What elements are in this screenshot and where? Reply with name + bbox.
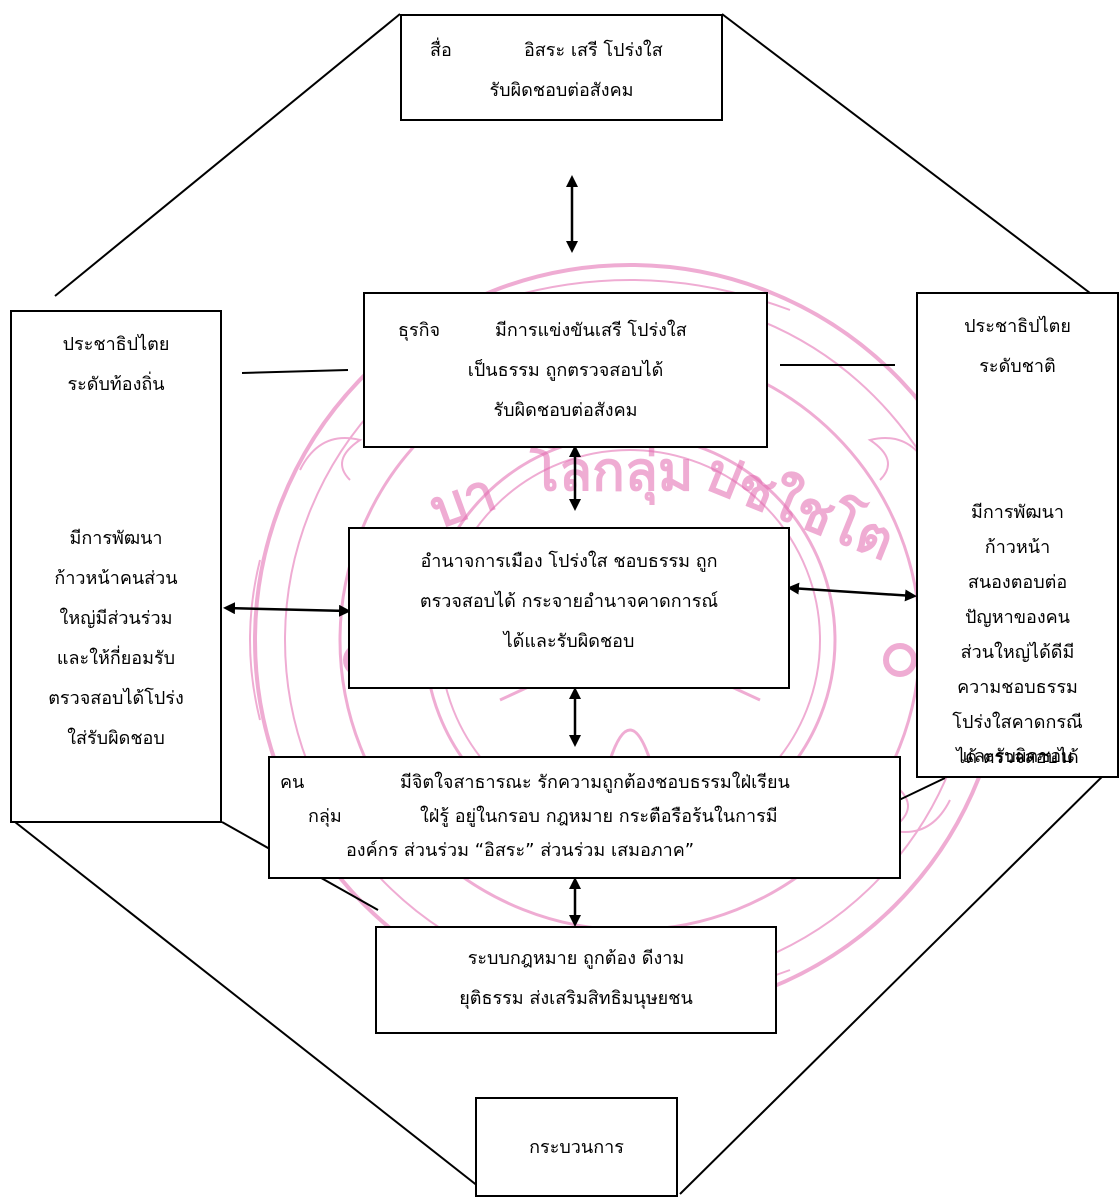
politics-line3: ได้และรับผิดชอบ xyxy=(503,631,635,652)
people-line1: มีจิตใจสาธารณะ รักความถูกต้องชอบธรรมใฝ่เ… xyxy=(400,772,790,793)
local-body-5: ตรวจสอบได้โปร่ง xyxy=(48,688,184,709)
local-title2: ระดับท้องถิ่น xyxy=(67,374,165,395)
people-label-person: คน xyxy=(280,772,305,793)
national-body-7: โปร่งใสคาดกรณี xyxy=(952,712,1083,733)
watermark-text-top: โลกลุ่ม xyxy=(529,439,693,506)
national-title2: ระดับชาติ xyxy=(979,356,1056,377)
media-label: สื่อ xyxy=(430,40,452,61)
politics-line2: ตรวจสอบได้ กระจายอำนาจคาดการณ์ xyxy=(419,591,719,612)
people-box: คน มีจิตใจสาธารณะ รักความถูกต้องชอบธรรมใ… xyxy=(268,756,901,879)
arrow-politics-national xyxy=(787,582,917,602)
business-line2: เป็นธรรม ถูกตรวจสอบได้ xyxy=(467,360,664,381)
process-label: กระบวนการ xyxy=(529,1137,624,1158)
people-label-group: กลุ่ม xyxy=(308,806,342,827)
process-box: กระบวนการ xyxy=(475,1097,678,1197)
local-democracy-box: ประชาธิปไตย ระดับท้องถิ่น มีการพัฒนา ก้า… xyxy=(10,310,222,823)
media-line1: อิสระ เสรี โปร่งใส xyxy=(524,40,663,61)
law-box: ระบบกฎหมาย ถูกต้อง ดีงาม ยุติธรรม ส่งเสร… xyxy=(375,926,777,1034)
national-body-6: ความชอบธรรม xyxy=(957,677,1078,698)
national-body-2: ก้าวหน้า xyxy=(984,537,1051,558)
business-label: ธุรกิจ xyxy=(398,320,441,341)
local-body-1: มีการพัฒนา xyxy=(69,528,163,549)
media-line2: รับผิดชอบต่อสังคม xyxy=(489,80,634,101)
law-line2: ยุติธรรม ส่งเสริมสิทธิมนุษยชน xyxy=(459,988,693,1009)
national-title1: ประชาธิปไตย xyxy=(964,316,1071,337)
people-line2: ใฝ่รู้ อยู่ในกรอบ กฎหมาย กระตือรือร้นในก… xyxy=(420,806,778,827)
local-body-6: ใส่รับผิดชอบ xyxy=(67,728,165,749)
politics-box: อำนาจการเมือง โปร่งใส ชอบธรรม ถูก ตรวจสอ… xyxy=(348,527,790,689)
local-body-4: และให้กี่ยอมรับ xyxy=(56,648,176,669)
business-box: ธุรกิจ มีการแข่งขันเสรี โปร่งใส เป็นธรรม… xyxy=(363,292,768,448)
national-body-8: ได้ ตรวจสอบได้ xyxy=(956,747,1079,768)
media-box: สื่อ อิสระ เสรี โปร่งใส รับผิดชอบต่อสังค… xyxy=(400,14,723,121)
national-democracy-box: ประชาธิปไตย ระดับชาติ มีการพัฒนา ก้าวหน้… xyxy=(916,292,1119,778)
national-body-5: ส่วนใหญ่ได้ดีมี xyxy=(960,642,1075,663)
people-line3: องค์กร ส่วนร่วม “อิสระ” ส่วนร่วม เสมอภาค… xyxy=(346,840,695,861)
local-body-2: ก้าวหน้าคนส่วน xyxy=(54,568,178,589)
business-line1: มีการแข่งขันเสรี โปร่งใส xyxy=(495,320,687,341)
local-title1: ประชาธิปไตย xyxy=(62,334,170,355)
national-body-4: ปัญหาของคน xyxy=(965,607,1070,628)
national-body-9: และรับผิดชอบ xyxy=(962,746,1073,767)
local-body-3: ใหญ่มีส่วนร่วม xyxy=(59,608,173,629)
law-line1: ระบบกฎหมาย ถูกต้อง ดีงาม xyxy=(467,948,685,969)
national-body-3: สนองตอบต่อ xyxy=(967,572,1068,593)
arrow-local-politics xyxy=(223,602,351,617)
business-line3: รับผิดชอบต่อสังคม xyxy=(493,400,638,421)
politics-line1: อำนาจการเมือง โปร่งใส ชอบธรรม ถูก xyxy=(420,551,718,572)
national-body-1: มีการพัฒนา xyxy=(970,502,1065,523)
